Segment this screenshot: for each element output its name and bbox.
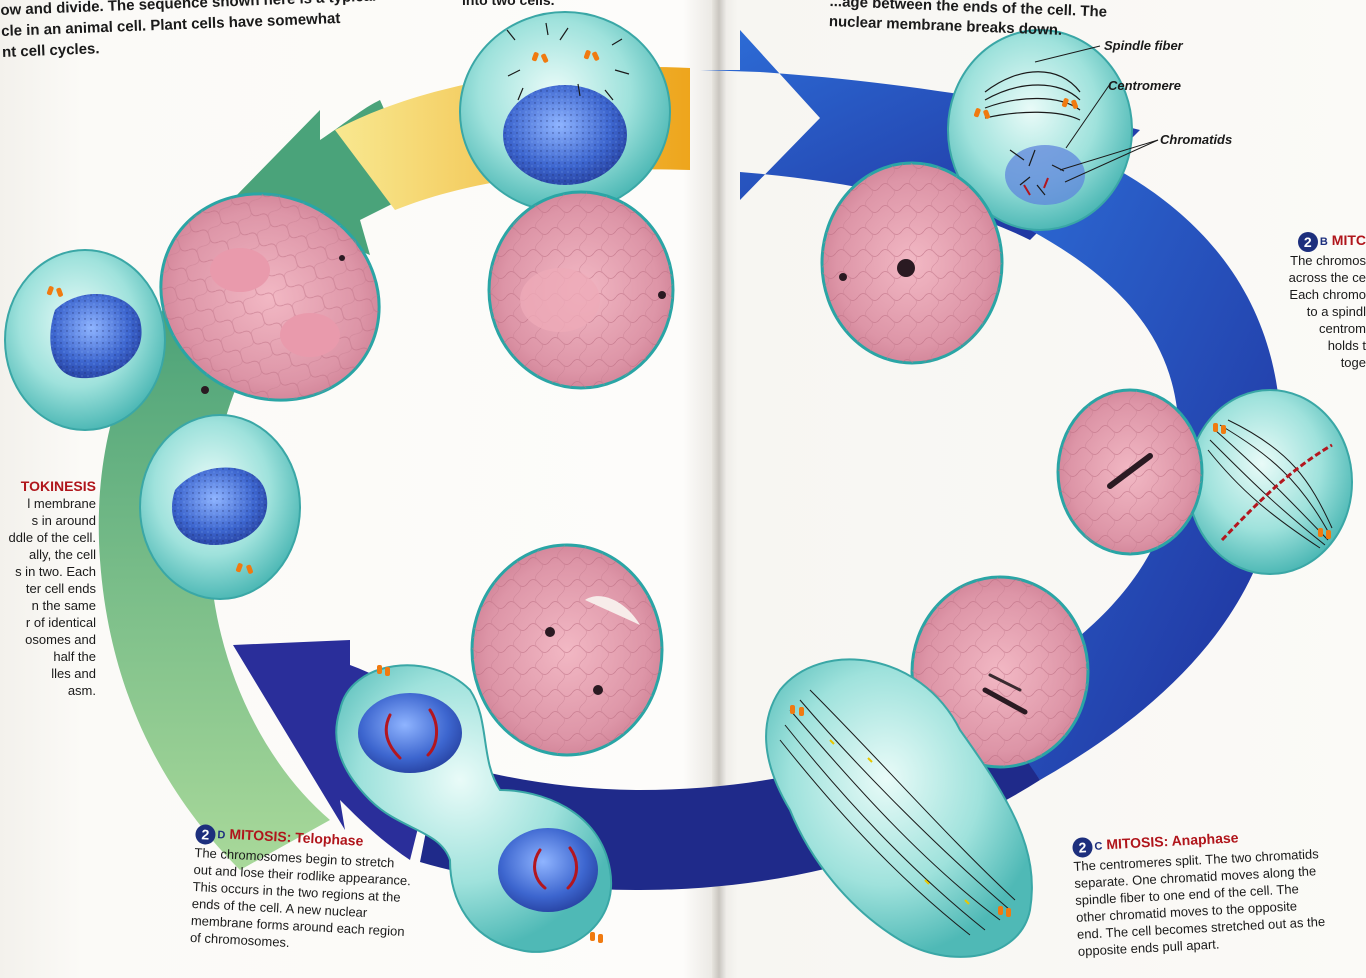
cytokinesis-line: ter cell ends: [0, 580, 96, 597]
cytokinesis-line: n the same: [0, 597, 96, 614]
mitosis-b-line: centrom: [1286, 320, 1366, 337]
step-badge-icon: 2: [1072, 837, 1093, 858]
caption-cytokinesis: TOKINESIS l membrane s in around ddle of…: [0, 478, 96, 699]
label-centromere: Centromere: [1108, 78, 1181, 93]
cytokinesis-line: ally, the cell: [0, 546, 96, 563]
micrograph-metaphase: [1058, 390, 1202, 554]
mitosis-b-line: toge: [1286, 354, 1366, 371]
step-badge-icon: 2: [1298, 232, 1318, 252]
mitosis-b-heading: MITC: [1332, 232, 1366, 249]
cytokinesis-line: s in two. Each: [0, 563, 96, 580]
cytokinesis-line: lles and: [0, 665, 96, 682]
cytokinesis-line: ddle of the cell.: [0, 529, 96, 546]
step-letter: D: [217, 827, 226, 844]
mitosis-b-line: holds t: [1286, 337, 1366, 354]
cytokinesis-cell-top: [5, 250, 165, 430]
cytokinesis-line: half the: [0, 648, 96, 665]
label-chromatids: Chromatids: [1160, 132, 1232, 147]
step-letter: C: [1094, 838, 1103, 855]
cytokinesis-line: l membrane: [0, 495, 96, 512]
cytokinesis-line: r of identical: [0, 614, 96, 631]
step-letter: B: [1320, 234, 1328, 251]
mitosis-b-line: The chromos: [1286, 252, 1366, 269]
cytokinesis-heading: TOKINESIS: [0, 478, 96, 495]
mitosis-b-line: across the ce: [1286, 269, 1366, 286]
micrograph-prophase: [822, 163, 1002, 363]
intro-text-mid: into two cells.: [462, 0, 555, 8]
step-badge-icon: 2: [195, 824, 216, 845]
mitosis-b-line: to a spindl: [1286, 303, 1366, 320]
label-spindle-fiber: Spindle fiber: [1104, 38, 1183, 53]
interphase-cell: [460, 12, 670, 212]
micrograph-interphase: [489, 192, 673, 388]
cytokinesis-line: asm.: [0, 682, 96, 699]
metaphase-cell: [1188, 390, 1352, 574]
cytokinesis-line: s in around: [0, 512, 96, 529]
cytokinesis-cell-bottom: [140, 415, 300, 599]
cytokinesis-line: osomes and: [0, 631, 96, 648]
micrograph-telophase: [472, 545, 662, 755]
mitosis-b-line: Each chromo: [1286, 286, 1366, 303]
